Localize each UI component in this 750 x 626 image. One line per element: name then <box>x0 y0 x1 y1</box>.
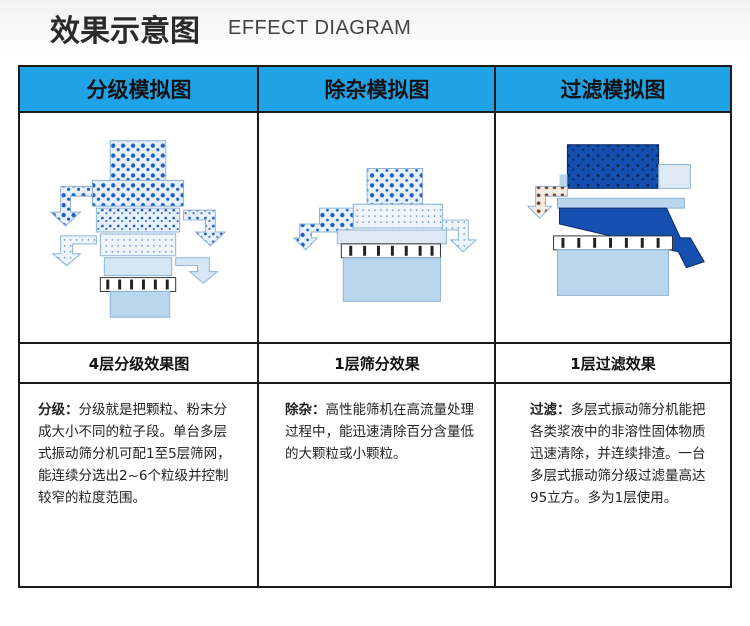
effect-table: 分级模拟图 <box>18 65 732 588</box>
column-heading: 过滤模拟图 <box>496 67 730 113</box>
desc-colon: ： <box>557 402 571 418</box>
column-heading: 除杂模拟图 <box>259 67 495 113</box>
impurity-removal-illustration <box>292 168 478 302</box>
classification-illustration <box>49 140 227 318</box>
impurity-removal-diagram <box>259 113 495 344</box>
column-description: 除杂：高性能筛机在高流量处理过程中，能迅速清除百分含量低的大颗粒或小颗粒。 <box>285 399 477 465</box>
column-classification: 分级模拟图 <box>20 67 258 586</box>
column-heading: 分级模拟图 <box>20 67 258 113</box>
filtration-diagram <box>496 113 730 344</box>
filtration-illustration <box>526 144 705 296</box>
desc-text: 分级就是把颗粒、粉末分成大小不同的粒子段。单台多层式振动筛分机可配1至5层筛网，… <box>38 402 231 506</box>
column-description: 过滤：多层式振动筛分机能把各类浆液中的非溶性固体物质迅速清除，并连续排渣。一台多… <box>530 399 710 509</box>
column-description: 分级：分级就是把颗粒、粉末分成大小不同的粒子段。单台多层式振动筛分机可配1至5层… <box>38 399 234 509</box>
column-filtration: 过滤模拟图 <box>494 67 730 586</box>
desc-label: 除杂 <box>285 402 312 418</box>
desc-colon: ： <box>312 402 326 418</box>
column-caption: 1层过滤效果 <box>496 344 730 384</box>
column-caption: 4层分级效果图 <box>20 344 258 384</box>
column-impurity-removal: 除杂模拟图 <box>257 67 495 586</box>
page-subtitle: EFFECT DIAGRAM <box>228 17 412 39</box>
desc-colon: ： <box>65 402 79 418</box>
page-title: 效果示意图 <box>50 14 200 49</box>
classification-diagram <box>20 113 258 344</box>
desc-label: 过滤 <box>530 402 557 418</box>
desc-text: 多层式振动筛分机能把各类浆液中的非溶性固体物质迅速清除，并连续排渣。一台多层式振… <box>530 402 706 506</box>
desc-label: 分级 <box>38 402 65 418</box>
title-bar: 效果示意图 EFFECT DIAGRAM <box>0 0 750 58</box>
column-caption: 1层筛分效果 <box>259 344 495 384</box>
desc-text: 高性能筛机在高流量处理过程中，能迅速清除百分含量低的大颗粒或小颗粒。 <box>285 402 474 462</box>
